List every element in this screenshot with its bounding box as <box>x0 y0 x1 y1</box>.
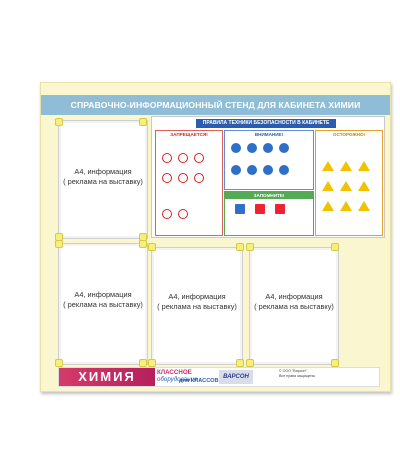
fastener-clip <box>148 243 156 251</box>
biohazard-warning-icon <box>322 201 334 211</box>
ventilation-icon <box>263 143 273 153</box>
oxidizer-warning-icon <box>358 181 370 191</box>
remember-label: ЗАПОМНИТЕ! <box>225 192 313 199</box>
info-stand-board: СПРАВОЧНО-ИНФОРМАЦИОННЫЙ СТЕНД ДЛЯ КАБИН… <box>40 82 391 392</box>
no-fire-icon <box>162 153 172 163</box>
prohibited-section: ЗАПРЕЩАЕТСЯ! <box>155 130 223 236</box>
wear-goggles-icon <box>279 143 289 153</box>
medical-cross-icon <box>255 204 265 214</box>
a4-pocket-bottom-middle: А4, информация ( реклама на выставку) <box>151 247 243 365</box>
no-tasting-icon <box>162 209 172 219</box>
fastener-clip <box>139 240 147 248</box>
fastener-clip <box>148 359 156 367</box>
stand-title: СПРАВОЧНО-ИНФОРМАЦИОННЫЙ СТЕНД ДЛЯ КАБИН… <box>70 100 361 110</box>
no-water-icon <box>194 173 204 183</box>
no-food-icon <box>178 153 188 163</box>
fastener-clip <box>331 243 339 251</box>
class-slogan: КЛАССНОЕ оборудование <box>157 369 197 383</box>
safety-rules-poster: ПРАВИЛА ТЕХНИКИ БЕЗОПАСНОСТИ В КАБИНЕТЕ … <box>151 116 385 238</box>
fastener-clip <box>139 359 147 367</box>
fastener-clip <box>236 243 244 251</box>
extinguisher-icon <box>275 204 285 214</box>
pocket-text-line1: А4, информация <box>74 290 132 299</box>
a4-pocket-bottom-left: А4, информация ( реклама на выставку) <box>58 243 148 365</box>
class-slogan-line1: КЛАССНОЕ <box>157 369 192 376</box>
fastener-clip <box>331 359 339 367</box>
corrosive-warning-icon <box>358 161 370 171</box>
remember-section: ЗАПОМНИТЕ! <box>224 191 314 236</box>
footer-strip: ХИМИЯ КЛАССНОЕ оборудование для КЛАССОВ … <box>58 367 380 387</box>
no-smoking-icon <box>162 173 172 183</box>
pocket-text-line2: ( реклама на выставку) <box>63 177 143 186</box>
fume-hood-icon <box>279 165 289 175</box>
fastener-clip <box>246 243 254 251</box>
fastener-clip <box>55 240 63 248</box>
wear-gloves-icon <box>231 143 241 153</box>
a4-pocket-bottom-right: А4, информация ( реклама на выставку) <box>249 247 339 365</box>
pocket-text-line1: А4, информация <box>168 292 226 301</box>
no-touch-icon <box>194 153 204 163</box>
toxic-warning-icon <box>340 161 352 171</box>
electric-warning-icon <box>340 181 352 191</box>
hot-surface-warning-icon <box>358 201 370 211</box>
fastener-clip <box>55 118 63 126</box>
attention-section: ВНИМАНИЕ! <box>224 130 314 190</box>
poster-heading-text: ПРАВИЛА ТЕХНИКИ БЕЗОПАСНОСТИ В КАБИНЕТЕ … <box>202 120 330 135</box>
fastener-clip <box>246 359 254 367</box>
label-reagents-icon <box>247 165 257 175</box>
no-running-icon <box>178 209 188 219</box>
explosive-warning-icon <box>322 181 334 191</box>
class-slogan-line3: для КЛАССОВ <box>179 378 219 384</box>
publisher-info: © ООО "Варсон" Все права защищены <box>279 369 315 378</box>
first-aid-icon <box>235 204 245 214</box>
pocket-text-line2: ( реклама на выставку) <box>157 302 237 311</box>
pocket-text-line2: ( реклама на выставку) <box>254 302 334 311</box>
fastener-clip <box>139 118 147 126</box>
fastener-clip <box>236 359 244 367</box>
radiation-warning-icon <box>340 201 352 211</box>
publisher-info-line2: Все права защищены <box>279 373 316 378</box>
title-bar: СПРАВОЧНО-ИНФОРМАЦИОННЫЙ СТЕНД ДЛЯ КАБИН… <box>41 95 390 115</box>
fastener-clip <box>55 359 63 367</box>
prohibited-label: ЗАПРЕЩАЕТСЯ! <box>170 132 208 137</box>
flammable-warning-icon <box>322 161 334 171</box>
caution-section: ОСТОРОЖНО! <box>315 130 383 236</box>
attention-label: ВНИМАНИЕ! <box>254 132 284 137</box>
wear-apron-icon <box>247 143 257 153</box>
pocket-text-line2: ( реклама на выставку) <box>63 300 143 309</box>
publisher-info-line1: © ООО "Варсон" <box>279 369 307 373</box>
use-tongs-icon <box>263 165 273 175</box>
pocket-text-line1: А4, информация <box>74 167 132 176</box>
brand-title: ХИМИЯ <box>59 368 155 386</box>
class-slogan-line2: оборудование <box>157 376 198 383</box>
no-drinking-icon <box>178 173 188 183</box>
a4-pocket-top-left: А4, информация ( реклама на выставку) <box>58 120 148 239</box>
caution-label: ОСТОРОЖНО! <box>332 132 366 137</box>
pocket-text-line1: А4, информация <box>265 292 323 301</box>
poster-heading: ПРАВИЛА ТЕХНИКИ БЕЗОПАСНОСТИ В КАБИНЕТЕ … <box>196 119 336 135</box>
wash-hands-icon <box>231 165 241 175</box>
publisher-logo: ВАРСОН <box>219 370 253 384</box>
